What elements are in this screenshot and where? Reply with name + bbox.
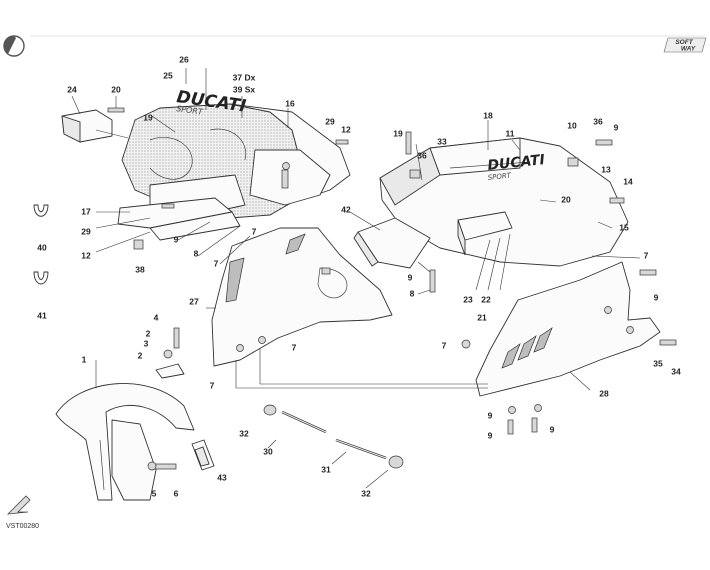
callout-2a: 2 (146, 328, 151, 338)
rubber-strap-41 (33, 271, 49, 285)
callout-19a: 19 (143, 112, 153, 122)
cover-decal-sub: SPORT (487, 172, 512, 182)
callout-5: 5 (152, 488, 157, 498)
callout-18: 18 (483, 110, 493, 120)
callout-9c: 9 (614, 122, 619, 132)
callout-4: 4 (154, 312, 159, 322)
callout-43: 43 (217, 472, 227, 482)
callout-42: 42 (341, 204, 351, 214)
callout-20b: 20 (561, 194, 571, 204)
callout-12b: 12 (81, 250, 91, 260)
air-duct (353, 217, 431, 269)
callout-33: 33 (437, 136, 447, 146)
callout-36b: 36 (417, 150, 427, 160)
fender-bracket (155, 327, 185, 379)
callout-32b: 32 (361, 488, 371, 498)
callout-7c: 7 (210, 380, 215, 390)
cover-decal-brand: DUCATI (487, 152, 546, 174)
support-rod-31 (335, 438, 387, 460)
callout-24: 24 (67, 84, 77, 94)
callout-38: 38 (135, 264, 145, 274)
callout-14: 14 (623, 176, 633, 186)
front-fender (55, 383, 195, 501)
callout-2b: 2 (138, 350, 143, 360)
callout-15: 15 (619, 222, 629, 232)
callout-9e: 9 (488, 410, 493, 420)
tail-undertray-assembly (121, 103, 351, 219)
callout-17: 17 (81, 206, 91, 216)
callout-7e: 7 (644, 250, 649, 260)
callout-20a: 20 (111, 84, 121, 94)
license-plate-bracket (117, 197, 241, 250)
callout-7d: 7 (442, 340, 447, 350)
callout-27: 27 (189, 296, 199, 306)
callout-29a: 29 (325, 116, 335, 126)
plate-light (457, 211, 513, 291)
callout-34: 34 (671, 366, 681, 376)
fender-screw (147, 461, 177, 471)
callout-7b: 7 (292, 342, 297, 352)
callout-23: 23 (463, 294, 473, 304)
side-fairing-right (475, 261, 661, 397)
callout-leaders (71, 68, 641, 489)
decal-sub-text: SPORT (176, 104, 205, 117)
callout-25: 25 (163, 70, 173, 80)
logo-line2: WAY (681, 46, 696, 53)
callout-9b: 9 (408, 272, 413, 282)
callout-41: 41 (37, 310, 47, 320)
callout-11: 11 (506, 128, 515, 138)
callout-37: 37 Dx (233, 72, 256, 82)
callout-13: 13 (601, 164, 611, 174)
callout-22: 22 (481, 294, 491, 304)
callout-36a: 36 (593, 116, 603, 126)
callout-9a: 9 (174, 234, 179, 244)
callout-21: 21 (477, 312, 487, 322)
callout-32a: 32 (239, 428, 249, 438)
callout-9f: 9 (488, 430, 493, 440)
callout-16: 16 (285, 98, 295, 108)
callout-8a: 8 (194, 248, 199, 258)
callout-30: 30 (263, 446, 273, 456)
callout-26: 26 (179, 54, 189, 64)
rubber-strap-40 (33, 204, 49, 217)
misc-screws (107, 107, 677, 435)
header-emblem (3, 35, 25, 57)
reflector (191, 439, 215, 471)
tail-light (61, 109, 129, 143)
rubber-cap-32a (263, 404, 277, 416)
callout-28: 28 (599, 388, 609, 398)
callout-39: 39 Sx (233, 84, 255, 94)
callout-29b: 29 (81, 226, 91, 236)
callout-12a: 12 (341, 124, 351, 134)
callout-40: 40 (37, 242, 47, 252)
callout-6: 6 (174, 488, 179, 498)
softway-logo: SOFT WAY (663, 37, 707, 53)
callout-1: 1 (82, 354, 87, 364)
callout-31: 31 (321, 464, 331, 474)
callout-7a: 7 (214, 258, 219, 268)
callout-8b: 8 (410, 288, 415, 298)
callout-labels: 1 2 2 3 4 5 6 7 7 7 7 7 7 8 8 9 9 9 9 9 … (37, 54, 681, 498)
callout-9d: 9 (654, 292, 659, 302)
callout-7f: 7 (252, 226, 257, 236)
orientation-arrow-icon (6, 495, 31, 515)
rubber-cap-32b (388, 455, 404, 469)
callout-19b: 19 (393, 128, 403, 138)
callout-3: 3 (144, 338, 149, 348)
support-rod-30 (281, 410, 327, 434)
side-fairing-left (211, 227, 393, 367)
callout-9g: 9 (550, 424, 555, 434)
logo-line1: SOFT (675, 39, 693, 46)
callout-35: 35 (653, 358, 663, 368)
drawing-code: VST00280 (6, 523, 39, 530)
callout-10: 10 (567, 120, 577, 130)
